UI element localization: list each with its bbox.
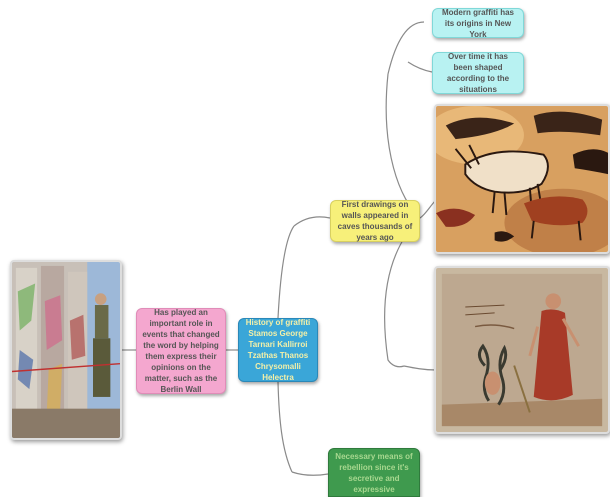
central-node[interactable]: History of graffiti Stamos George Tarnar…: [238, 318, 318, 382]
connector-to-modern: [387, 21, 425, 75]
node-modern-graffiti[interactable]: Modern graffiti has its origins in New Y…: [432, 7, 524, 39]
fresco-photo: [434, 266, 610, 434]
node-role-text: Has played an important role in events t…: [142, 308, 220, 394]
connector-to-overtime: [407, 61, 433, 73]
node-rebellion-text: Necessary means of rebellion since it's …: [335, 451, 413, 494]
connector-central-lower: [277, 381, 293, 473]
connector-to-first: [293, 216, 331, 227]
node-over-time[interactable]: Over time it has been shaped according t…: [432, 52, 524, 94]
node-role-berlin-wall[interactable]: Has played an important role in events t…: [136, 308, 226, 394]
connector-central-upper: [277, 225, 295, 319]
connector-to-rebellion: [291, 471, 329, 476]
central-node-text: History of graffiti Stamos George Tarnar…: [245, 318, 311, 382]
cave-painting-photo: [434, 104, 610, 254]
node-first-drawings-text: First drawings on walls appeared in cave…: [337, 200, 413, 242]
connector-first-branch: [385, 73, 421, 219]
connector-to-fresco: [403, 365, 437, 371]
node-first-drawings[interactable]: First drawings on walls appeared in cave…: [330, 200, 420, 242]
node-rebellion[interactable]: Necessary means of rebellion since it's …: [328, 448, 420, 497]
node-over-time-text: Over time it has been shaped according t…: [446, 52, 510, 94]
node-modern-graffiti-text: Modern graffiti has its origins in New Y…: [441, 7, 514, 39]
berlin-wall-photo: [10, 260, 122, 440]
